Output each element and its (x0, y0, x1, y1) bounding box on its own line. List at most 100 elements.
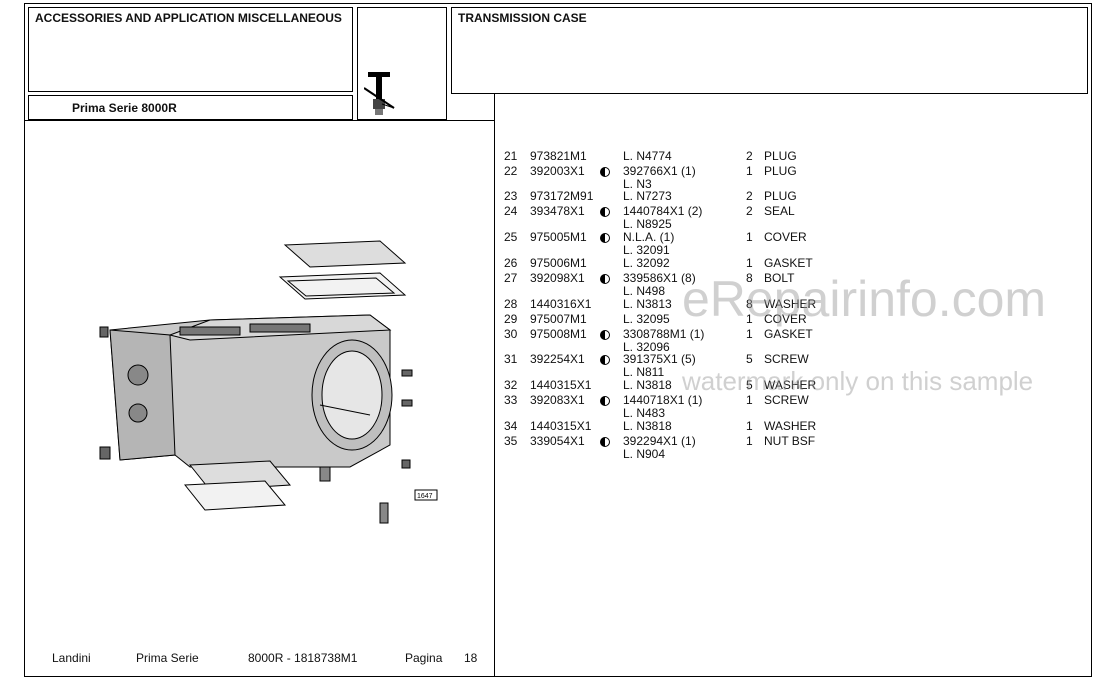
part-reference-line2: L. N8925 (623, 217, 672, 231)
footer-series: Prima Serie (136, 651, 199, 665)
part-reference: 3308788M1 (1) (623, 327, 705, 341)
part-description: WASHER (764, 297, 817, 311)
part-reference: L. N3813 (623, 297, 672, 311)
part-index: 23 (504, 189, 518, 203)
part-number: 975006M1 (530, 256, 587, 270)
series-title: Prima Serie 8000R (72, 101, 177, 115)
footer-brand: Landini (52, 651, 91, 665)
symbol-box (357, 7, 447, 120)
group-title-box: TRANSMISSION CASE (451, 7, 1088, 94)
header-divider (24, 120, 494, 121)
part-index: 33 (504, 393, 518, 407)
part-number: 393478X1 (530, 204, 585, 218)
part-reference: 392294X1 (1) (623, 434, 696, 448)
half-filled-circle-icon (600, 396, 610, 406)
part-quantity: 1 (746, 256, 753, 270)
part-description: PLUG (764, 164, 797, 178)
half-filled-circle-icon (600, 167, 610, 177)
part-description: COVER (764, 230, 807, 244)
part-reference: 1440784X1 (2) (623, 204, 703, 218)
half-filled-circle-icon (600, 437, 610, 447)
half-filled-circle-icon (600, 330, 610, 340)
part-index: 26 (504, 256, 518, 270)
part-reference: 1440718X1 (1) (623, 393, 703, 407)
part-number: 1440316X1 (530, 297, 592, 311)
part-reference: 391375X1 (5) (623, 352, 696, 366)
part-number: 973821M1 (530, 149, 587, 163)
part-number: 339054X1 (530, 434, 585, 448)
part-quantity: 1 (746, 312, 753, 326)
part-reference: L. N3818 (623, 378, 672, 392)
half-filled-circle-icon (600, 233, 610, 243)
part-reference-line2: L. N3 (623, 177, 652, 191)
part-reference-line2: L. N498 (623, 284, 666, 298)
part-number: 975007M1 (530, 312, 587, 326)
part-description: SCREW (764, 393, 809, 407)
part-index: 34 (504, 419, 518, 433)
part-number: 1440315X1 (530, 378, 592, 392)
part-description: WASHER (764, 378, 817, 392)
part-reference: L. 32092 (623, 256, 670, 270)
transmission-case-diagram: 1647 (99, 240, 438, 524)
part-reference-line2: L. N483 (623, 406, 666, 420)
part-quantity: 2 (746, 189, 753, 203)
part-number: 973172M91 (530, 189, 594, 203)
part-description: SCREW (764, 352, 809, 366)
part-description: WASHER (764, 419, 817, 433)
part-number: 392098X1 (530, 271, 585, 285)
part-quantity: 1 (746, 164, 753, 178)
part-reference: 392766X1 (1) (623, 164, 696, 178)
part-index: 27 (504, 271, 518, 285)
part-description: PLUG (764, 149, 797, 163)
part-description: COVER (764, 312, 807, 326)
part-description: BOLT (764, 271, 795, 285)
part-description: SEAL (764, 204, 795, 218)
part-reference: N.L.A. (1) (623, 230, 675, 244)
part-reference-line2: L. 32096 (623, 340, 670, 354)
footer-model: 8000R - 1818738M1 (248, 651, 358, 665)
part-description: NUT BSF (764, 434, 816, 448)
part-quantity: 8 (746, 271, 753, 285)
gasket-30 (183, 480, 287, 511)
valve-icon (364, 72, 395, 115)
cover-plate-25 (283, 240, 407, 268)
footer-page-label: Pagina (405, 651, 443, 665)
part-number: 975008M1 (530, 327, 587, 341)
part-index: 21 (504, 149, 518, 163)
gasket-26 (278, 272, 407, 300)
part-number: 975005M1 (530, 230, 587, 244)
part-description: GASKET (764, 256, 813, 270)
part-reference-line2: L. 32091 (623, 243, 670, 257)
half-filled-circle-icon (600, 274, 610, 284)
figure-code-box (414, 489, 438, 501)
page-frame (24, 3, 1092, 677)
part-quantity: 1 (746, 434, 753, 448)
part-description: GASKET (764, 327, 813, 341)
part-number: 392254X1 (530, 352, 585, 366)
part-index: 29 (504, 312, 518, 326)
part-index: 32 (504, 378, 518, 392)
footer-page-number: 18 (464, 651, 478, 665)
part-index: 25 (504, 230, 518, 244)
half-filled-circle-icon (600, 355, 610, 365)
part-quantity: 1 (746, 230, 753, 244)
section-title: ACCESSORIES AND APPLICATION MISCELLANEOU… (35, 11, 342, 25)
part-quantity: 2 (746, 149, 753, 163)
part-quantity: 5 (746, 378, 753, 392)
column-divider (494, 94, 495, 677)
part-number: 1440315X1 (530, 419, 592, 433)
group-title: TRANSMISSION CASE (458, 11, 587, 25)
part-reference-line2: L. N811 (623, 365, 665, 379)
part-index: 22 (504, 164, 518, 178)
section-title-box: ACCESSORIES AND APPLICATION MISCELLANEOU… (28, 7, 353, 92)
part-reference: L. N4774 (623, 149, 672, 163)
part-quantity: 8 (746, 297, 753, 311)
part-reference: L. N3818 (623, 419, 672, 433)
figure-code: 1647 (417, 493, 433, 500)
part-index: 31 (504, 352, 518, 366)
part-quantity: 2 (746, 204, 753, 218)
part-index: 30 (504, 327, 518, 341)
part-reference-line2: L. N904 (623, 447, 666, 461)
part-quantity: 1 (746, 327, 753, 341)
part-description: PLUG (764, 189, 797, 203)
